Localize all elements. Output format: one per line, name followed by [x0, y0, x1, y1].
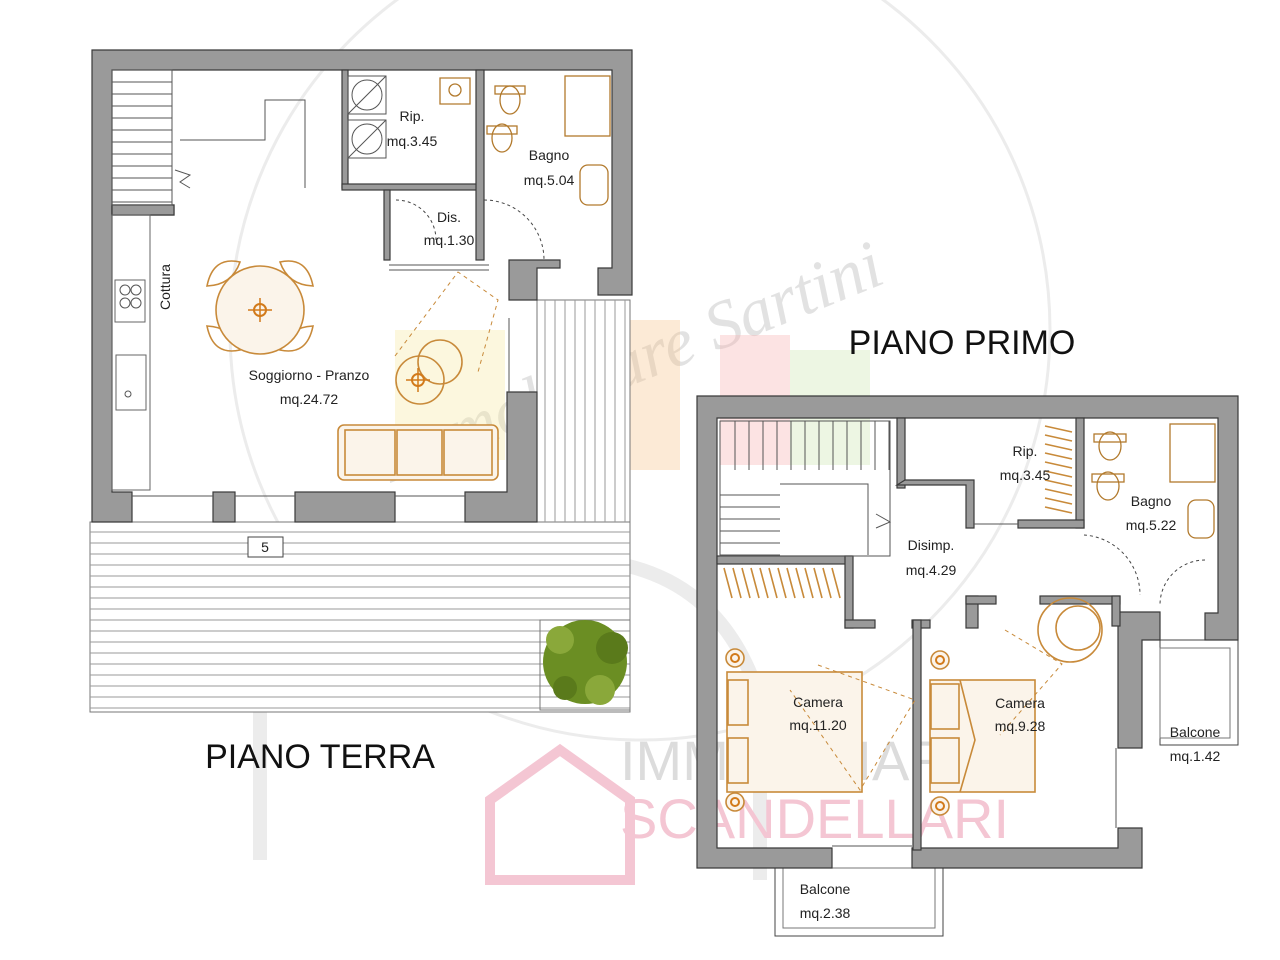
wardrobe-hanger — [1044, 488, 1073, 496]
kitchen-counter: Cottura — [111, 214, 173, 491]
room-area: mq.1.42 — [1170, 748, 1221, 764]
room-area: mq.3.45 — [1000, 467, 1051, 483]
ground-walls — [91, 49, 633, 523]
wardrobe-hanger — [795, 567, 805, 599]
room-area: mq.9.28 — [995, 718, 1046, 734]
plant-icon — [539, 619, 631, 711]
wardrobe-hanger — [813, 567, 823, 599]
first-windows — [832, 523, 1117, 847]
ground-staircase — [111, 69, 173, 206]
ground-doors — [395, 199, 545, 261]
wardrobe-hanger — [768, 567, 778, 599]
wardrobe-hanger — [1044, 452, 1073, 460]
watermark-line2: SCANDELLARI — [620, 787, 1009, 850]
dining-table — [206, 260, 314, 355]
first-room-labels: Rip. mq.3.45 Bagno mq.5.22 Disimp. mq.4.… — [789, 443, 1220, 921]
room-area: mq.1.30 — [424, 232, 475, 248]
ground-room-labels: Rip. mq.3.45 Bagno mq.5.04 Dis. mq.1.30 … — [249, 108, 575, 407]
first-staircase — [719, 420, 891, 557]
room-area: mq.24.72 — [280, 391, 339, 407]
first-floor-title: PIANO PRIMO — [849, 324, 1076, 362]
wardrobe-hanger — [804, 567, 814, 599]
room-name: Dis. — [437, 209, 461, 225]
room-name: Bagno — [1131, 493, 1172, 509]
wardrobe-hanger — [1044, 434, 1073, 442]
wardrobe-hanger — [1044, 425, 1073, 433]
room-name: Balcone — [1170, 724, 1221, 740]
first-bath-fixtures — [1083, 423, 1216, 606]
wardrobe-hanger — [723, 567, 733, 599]
wardrobe-hanger — [1044, 506, 1073, 514]
wardrobe-hanger — [1044, 470, 1073, 478]
wardrobe-hanger — [1044, 479, 1073, 487]
room-area: mq.4.29 — [906, 562, 957, 578]
room-name: Camera — [793, 694, 843, 710]
wardrobe-hanger — [1044, 443, 1073, 451]
first-floor: Rip. mq.3.45 Bagno mq.5.22 Disimp. mq.4.… — [696, 324, 1239, 937]
kitchen-label: Cottura — [157, 264, 173, 310]
room-name: Rip. — [400, 108, 425, 124]
ground-floor-title: PIANO TERRA — [205, 738, 435, 776]
wardrobe-hanger — [786, 567, 796, 599]
wardrobe-hanger — [822, 567, 832, 599]
room-area: mq.3.45 — [387, 133, 438, 149]
bed-camera-2 — [929, 597, 1103, 816]
room-area: mq.11.20 — [789, 717, 847, 733]
wardrobe-hanger — [750, 567, 760, 599]
wardrobe-hanger — [831, 567, 841, 599]
room-name: Disimp. — [908, 537, 955, 553]
room-name: Camera — [995, 695, 1045, 711]
room-name: Soggiorno - Pranzo — [249, 367, 370, 383]
wardrobe-hanger — [759, 567, 769, 599]
sofa — [337, 424, 499, 481]
ground-storage-fixtures — [347, 75, 471, 159]
first-wardrobes — [723, 425, 1073, 599]
step-number: 5 — [261, 539, 269, 555]
room-name: Rip. — [1013, 443, 1038, 459]
room-area: mq.2.38 — [800, 905, 851, 921]
wardrobe-hanger — [741, 567, 751, 599]
bed-camera-1 — [725, 648, 916, 812]
first-walls — [696, 395, 1239, 869]
wardrobe-hanger — [732, 567, 742, 599]
wardrobe-hanger — [1044, 461, 1073, 469]
room-name: Balcone — [800, 881, 851, 897]
wardrobe-hanger — [1044, 497, 1073, 505]
living-coffee-tables — [394, 271, 499, 405]
wardrobe-hanger — [777, 567, 787, 599]
ground-floor: 5 — [89, 49, 633, 776]
ground-bath-fixtures — [486, 75, 611, 206]
room-name: Bagno — [529, 147, 570, 163]
first-balconies — [774, 639, 1239, 937]
room-area: mq.5.22 — [1126, 517, 1177, 533]
ground-windows — [132, 264, 510, 497]
room-area: mq.5.04 — [524, 172, 575, 188]
